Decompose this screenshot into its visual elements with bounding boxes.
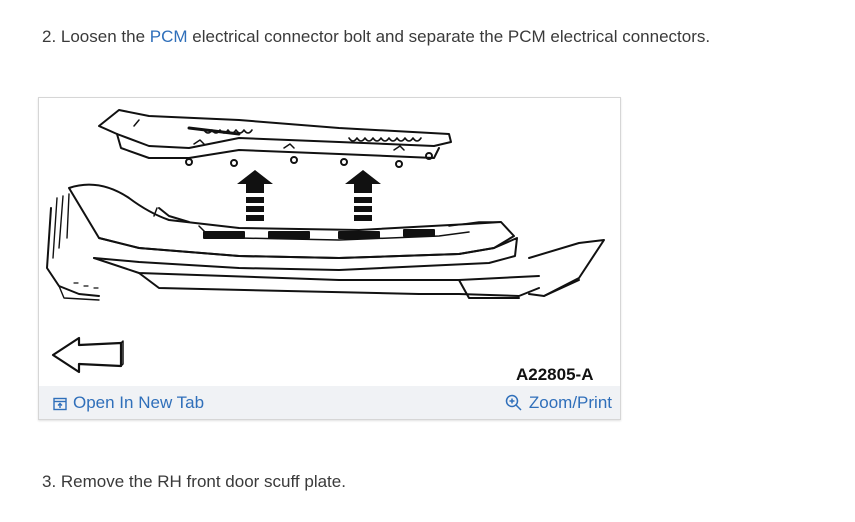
step-2-prefix: 2. Loosen the [42,27,150,46]
figure-toolbar: Open In New Tab Zoom/Print [39,386,620,419]
zoom-print-label: Zoom/Print [528,393,612,412]
pcm-link[interactable]: PCM [149,27,188,46]
step-2-suffix: electrical connector bolt and separate t… [187,27,711,46]
open-new-tab-icon [53,396,67,411]
zoom-print-button[interactable]: Zoom/Print [505,393,612,413]
figure-card: A22805-A Open In New Tab Z [38,97,621,420]
open-in-new-tab-button[interactable]: Open In New Tab [53,393,204,413]
zoom-in-icon [505,394,523,412]
scuff-plate-diagram: A22805-A [39,98,620,386]
step-2-instruction: 2. Loosen the PCM electrical connector b… [42,27,710,47]
step-3-instruction: 3. Remove the RH front door scuff plate. [42,472,346,491]
open-in-new-tab-label: Open In New Tab [73,393,205,412]
figure-id-label: A22805-A [516,365,594,384]
